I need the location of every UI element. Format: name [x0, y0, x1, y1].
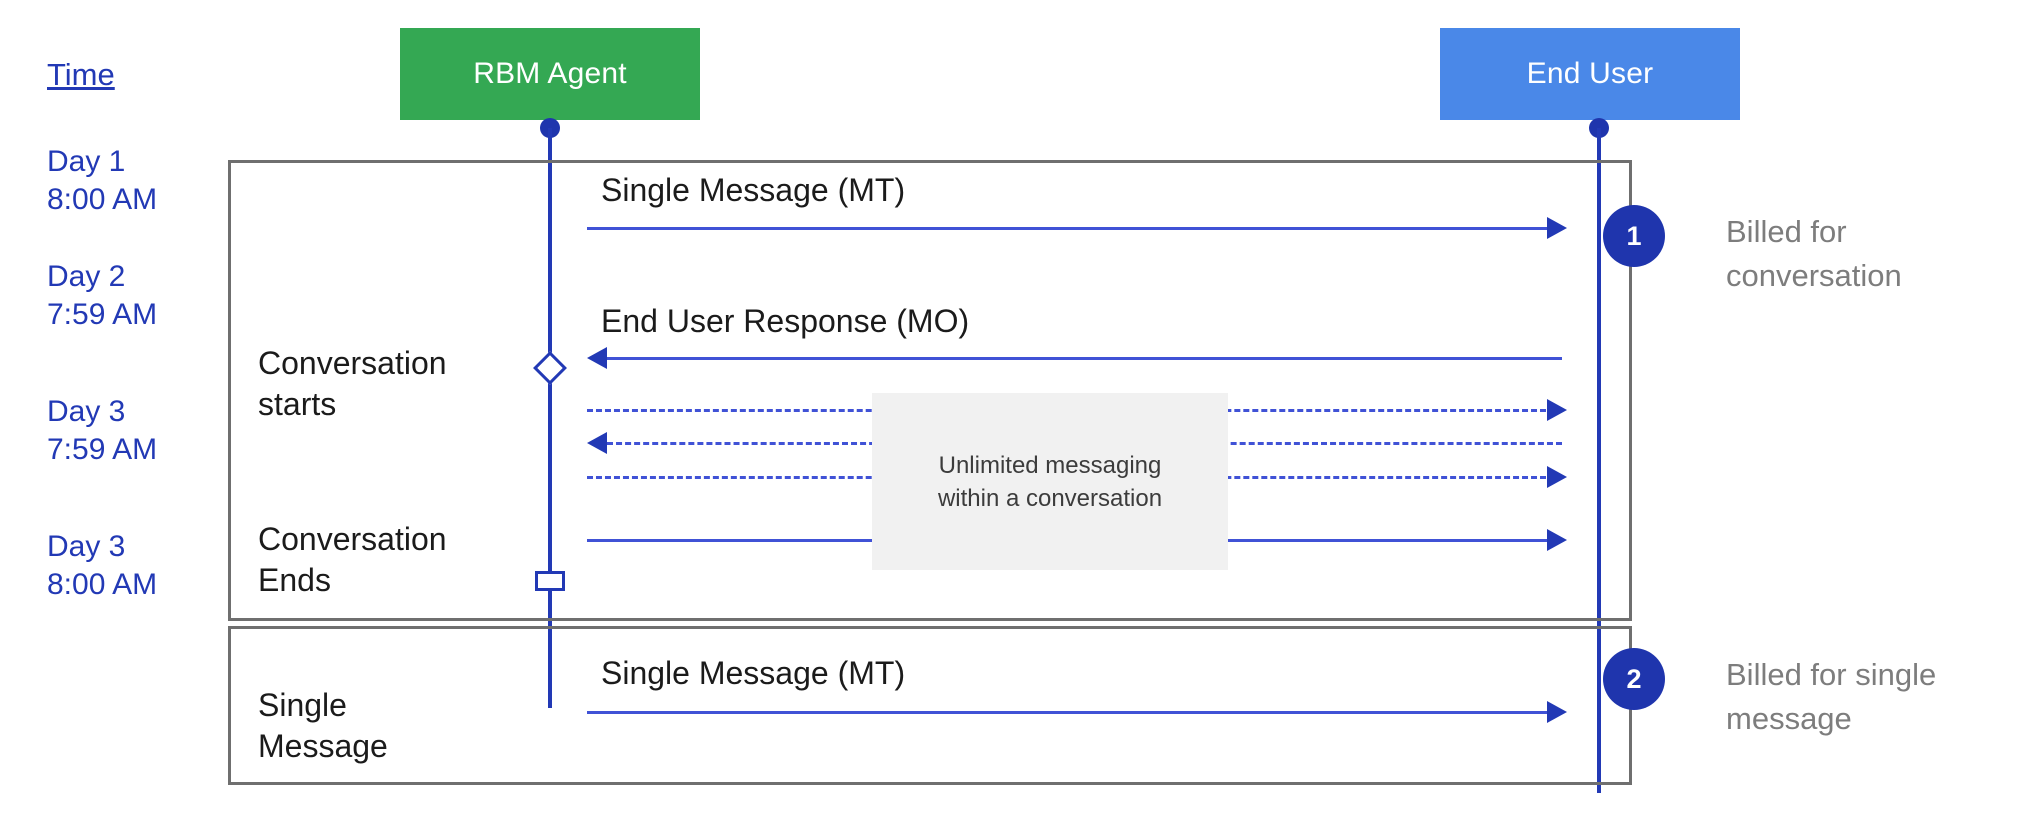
message-arrowhead-right-6 [1547, 529, 1567, 551]
message-line-7 [587, 711, 1555, 714]
time-label-day3-end: Day 3 7:59 AM [47, 395, 158, 466]
message-arrowhead-right-5 [1547, 466, 1567, 488]
message-label-single-message-mt-1: Single Message (MT) [601, 172, 906, 208]
billing-badge-2: 2 [1603, 648, 1665, 710]
actor-end-user[interactable]: End User [1440, 28, 1740, 120]
stage-label-conversation-starts: Conversation starts [258, 345, 447, 422]
message-arrowhead-right-1 [1547, 217, 1567, 239]
time-label-day2: Day 2 7:59 AM [47, 260, 158, 331]
time-column-header: Time [47, 57, 115, 92]
message-line-2 [607, 357, 1562, 360]
group-box-conversation [228, 160, 1632, 621]
square-marker-conversation-end [535, 571, 565, 591]
time-label-day1: Day 1 8:00 AM [47, 145, 158, 216]
message-arrowhead-left-4 [587, 432, 607, 454]
note-unlimited-messaging-text: Unlimited messaging within a conversatio… [937, 451, 1163, 512]
billing-text-1: Billed for conversation [1726, 214, 1902, 293]
message-arrowhead-left-2 [587, 347, 607, 369]
actor-rbm-agent-label: RBM Agent [473, 57, 627, 90]
message-arrowhead-right-3 [1547, 399, 1567, 421]
message-label-end-user-response-mo: End User Response (MO) [601, 303, 970, 339]
billing-badge-1: 1 [1603, 205, 1665, 267]
message-line-1 [587, 227, 1555, 230]
actor-end-user-label: End User [1526, 57, 1654, 90]
stage-label-single-message: Single Message [258, 687, 388, 764]
time-label-day3-single: Day 3 8:00 AM [47, 530, 158, 601]
stage-label-conversation-ends: Conversation Ends [258, 521, 447, 598]
lifeline-rbm-agent [548, 128, 552, 708]
actor-rbm-agent[interactable]: RBM Agent [400, 28, 700, 120]
billing-text-2: Billed for single message [1726, 657, 1937, 736]
message-label-single-message-mt-2: Single Message (MT) [601, 655, 906, 691]
note-unlimited-messaging: Unlimited messaging within a conversatio… [872, 393, 1228, 570]
message-arrowhead-right-7 [1547, 701, 1567, 723]
group-box-single-message [228, 626, 1632, 785]
lifeline-end-user [1597, 128, 1601, 793]
